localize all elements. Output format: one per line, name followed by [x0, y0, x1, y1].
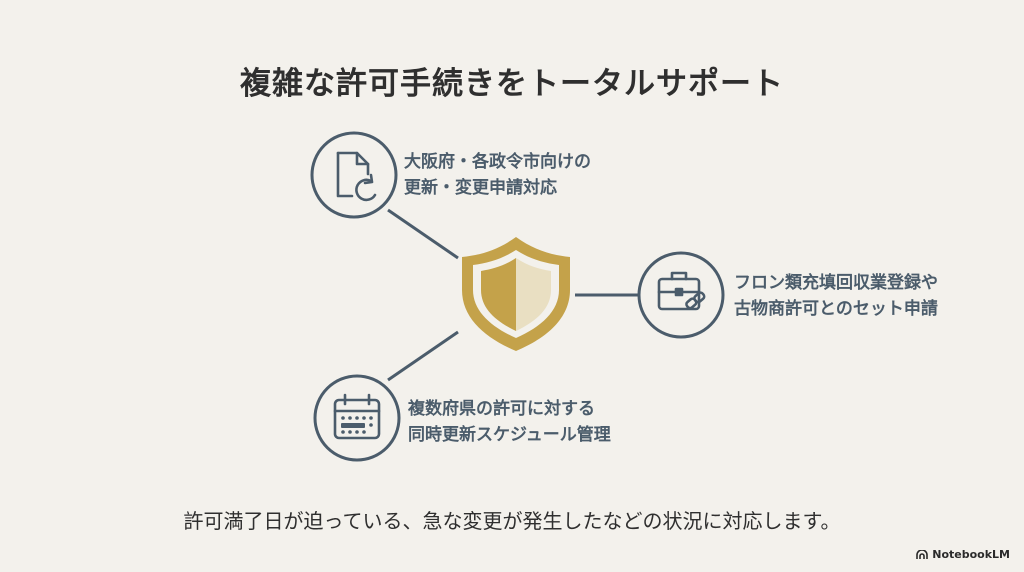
shield-icon: [462, 237, 570, 351]
item-circle: [313, 374, 401, 462]
item-label-3: 複数府県の許可に対する 同時更新スケジュール管理: [408, 396, 611, 448]
document-refresh-icon: [336, 151, 377, 202]
brand-name: NotebookLM: [932, 548, 1010, 561]
item-2-line2: 古物商許可とのセット申請: [734, 299, 938, 319]
brand: NotebookLM: [916, 548, 1010, 561]
item-circle: [637, 251, 725, 339]
briefcase-link-icon: [657, 271, 706, 311]
item-circle: [310, 131, 398, 219]
connector-bottom: [387, 330, 459, 382]
item-1-line2: 更新・変更申請対応: [404, 178, 557, 198]
connector-top: [387, 208, 459, 260]
notebooklm-logo-icon: [916, 549, 929, 559]
item-1-line1: 大阪府・各政令市向けの: [404, 152, 591, 172]
item-3-line1: 複数府県の許可に対する: [408, 399, 595, 419]
item-2-line1: フロン類充填回収業登録や: [734, 273, 938, 293]
caption: 許可満了日が迫っている、急な変更が発生したなどの状況に対応します。: [183, 509, 841, 533]
item-label-2: フロン類充填回収業登録や 古物商許可とのセット申請: [734, 270, 938, 322]
item-label-1: 大阪府・各政令市向けの 更新・変更申請対応: [404, 149, 591, 201]
calendar-icon: [333, 393, 381, 440]
page-title: 複雑な許可手続きをトータルサポート: [240, 66, 784, 102]
item-3-line2: 同時更新スケジュール管理: [408, 425, 611, 445]
